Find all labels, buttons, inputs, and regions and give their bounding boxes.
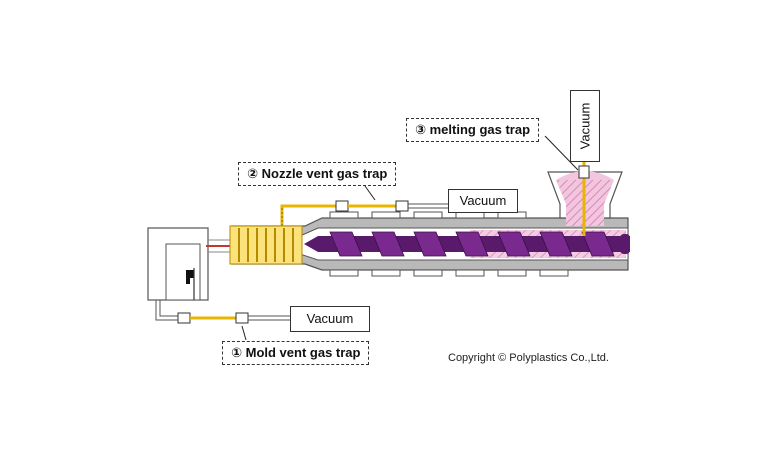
melting-gas-trap-label: ③ melting gas trap [406, 118, 540, 142]
mold [147, 227, 209, 301]
mold-trap-tube [155, 300, 290, 324]
vacuum-box-bottom: Vacuum [290, 306, 370, 332]
sprue [206, 239, 232, 253]
vacuum-label-top: Vacuum [577, 102, 593, 150]
barrel-heaters [329, 211, 569, 277]
copyright-text: Copyright © Polyplastics Co.,Ltd. [448, 352, 609, 364]
nozzle-vent-gas-trap-label: ② Nozzle vent gas trap [238, 162, 397, 186]
screw [304, 231, 630, 257]
screw-end [620, 234, 630, 254]
melting-trap-tube [578, 162, 590, 236]
leader-lines [241, 135, 579, 341]
mold-vent-gas-trap-label: ① Mold vent gas trap [222, 341, 370, 365]
mold-inner [165, 243, 201, 301]
screw-tip [304, 236, 318, 252]
nozzle-heater [229, 225, 303, 265]
mold-gate [186, 270, 194, 284]
vacuum-box-middle: Vacuum [448, 189, 518, 213]
nozzle-trap-tube [280, 200, 448, 226]
vacuum-box-top: Vacuum [570, 90, 600, 162]
